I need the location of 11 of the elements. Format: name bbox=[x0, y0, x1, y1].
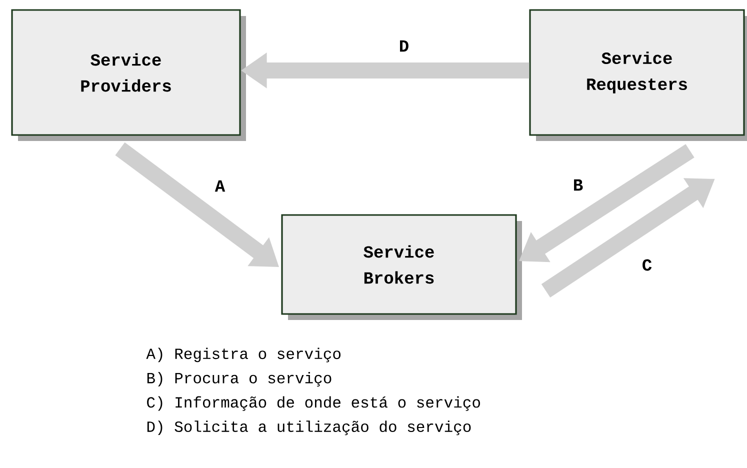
legend-line: C) Informação de onde está o serviço bbox=[147, 396, 480, 411]
service-box: Service Providers bbox=[11, 9, 246, 141]
service-box: Service Brokers bbox=[281, 214, 522, 320]
edge-label: D bbox=[398, 39, 410, 53]
edge-label: C bbox=[640, 258, 654, 272]
service-box: Service Requesters bbox=[529, 9, 747, 141]
edge-label: A bbox=[214, 179, 226, 193]
legend-line: A) Registra o serviço bbox=[146, 348, 340, 362]
legend-line: D) Solicita a utilização do serviço bbox=[147, 420, 471, 436]
edge-label: B bbox=[572, 178, 584, 192]
legend-line: B) Procura o serviço bbox=[147, 372, 332, 387]
